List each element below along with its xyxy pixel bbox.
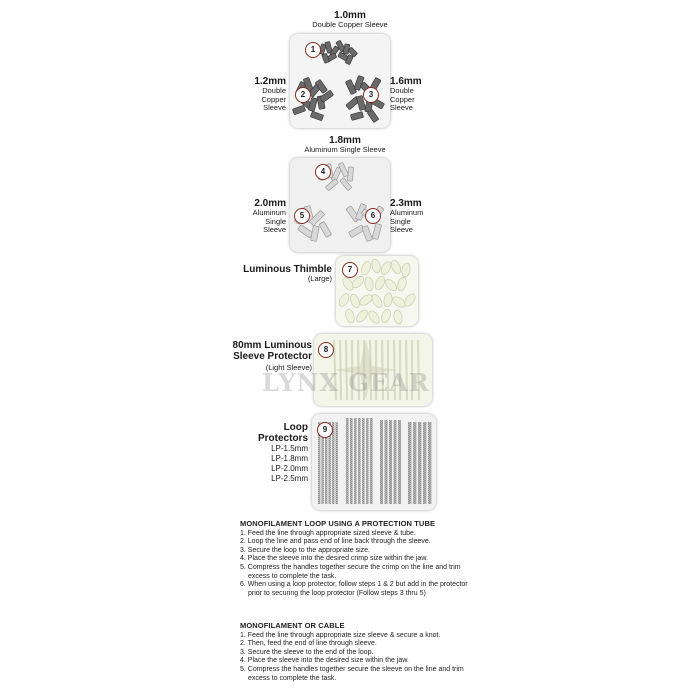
product-1-badge: 1	[305, 42, 321, 58]
product-5-label: 2.0mm Aluminum Single Sleeve	[232, 198, 286, 235]
product-3-desc-1: Double	[390, 86, 414, 95]
product-9-badge: 9	[317, 422, 333, 438]
instruction-step: 3. Secure the sleeve to the end of the l…	[240, 648, 374, 656]
product-4-label: 1.8mm Aluminum Single Sleeve	[290, 135, 400, 155]
instruction-step: 2. Then, feed the end of line through sl…	[240, 640, 377, 648]
product-9-size-2: LP-1.8mm	[271, 454, 308, 463]
instruction-step: 1. Feed the line through appropriate siz…	[240, 529, 416, 537]
product-8-note: (Light Sleeve)	[265, 363, 312, 372]
product-9-size-4: LP-2.5mm	[271, 474, 308, 483]
product-8-badge: 8	[318, 342, 334, 358]
instruction-step: 6. When using a loop protector, follow s…	[240, 581, 468, 597]
product-7-label: Luminous Thimble (Large)	[240, 264, 332, 284]
product-4-badge: 4	[315, 164, 331, 180]
aluminum-sleeves-illustration	[294, 162, 384, 242]
product-2-desc-2: Copper	[261, 94, 286, 104]
instruction-step: 2. Loop the line and pass end of line ba…	[240, 538, 431, 546]
product-7-badge: 7	[342, 262, 358, 278]
product-9-size-1: LP-1.5mm	[271, 444, 308, 453]
product-6-desc-2: Single	[390, 216, 411, 226]
copper-sleeves-image: 1 2 3	[290, 34, 390, 128]
loop-protectors-image: 9	[312, 414, 436, 510]
product-3-desc-3: Sleeve	[390, 103, 413, 112]
product-4-size: 1.8mm	[329, 135, 361, 146]
product-2-label: 1.2mm Double Copper Sleeve	[240, 76, 286, 113]
luminous-thimble-image: 7	[336, 256, 418, 326]
product-5-desc-3: Sleeve	[263, 225, 286, 234]
product-5-badge: 5	[294, 208, 310, 224]
brand-watermark: LYNX GEAR	[262, 368, 430, 397]
product-1-desc: Double Copper Sleeve	[312, 20, 388, 29]
product-3-desc-2: Copper	[390, 94, 415, 104]
instruction-step: 4. Place the sleeve into the desired siz…	[240, 657, 409, 665]
product-3-badge: 3	[363, 87, 379, 103]
instructions-monofilament-cable: MONOFILAMENT OR CABLE 1. Feed the line t…	[240, 621, 480, 684]
instructions-loop-tube: MONOFILAMENT LOOP USING A PROTECTION TUB…	[240, 519, 480, 599]
instruction-step: 4. Place the sleeve into the desired cri…	[240, 555, 428, 563]
product-8-title-2: Sleeve Protector	[233, 351, 312, 362]
instruction-step: 1. Feed the line through appropriate siz…	[240, 631, 441, 639]
product-5-desc-1: Aluminum	[252, 208, 286, 217]
product-4-desc: Aluminum Single Sleeve	[304, 145, 386, 154]
product-2-desc-3: Sleeve	[263, 103, 286, 112]
instructions-monofilament-cable-heading: MONOFILAMENT OR CABLE	[240, 621, 345, 630]
product-6-desc-3: Sleeve	[390, 225, 413, 234]
instructions-monofilament-cable-steps: 1. Feed the line through appropriate siz…	[240, 632, 480, 684]
instruction-step: 5. Compress the handles together secure …	[240, 665, 464, 682]
product-6-size: 2.3mm	[390, 198, 422, 209]
product-9-size-3: LP-2.0mm	[271, 464, 308, 473]
product-2-badge: 2	[295, 87, 311, 103]
product-6-badge: 6	[365, 208, 381, 224]
product-1-size: 1.0mm	[334, 10, 366, 21]
product-7-title: Luminous Thimble	[243, 264, 332, 275]
product-6-label: 2.3mm Aluminum Single Sleeve	[390, 198, 430, 235]
sleeve-protector-image: 8	[314, 334, 432, 406]
product-3-label: 1.6mm Double Copper Sleeve	[390, 76, 422, 113]
product-6-desc-1: Aluminum	[390, 208, 424, 217]
product-5-size: 2.0mm	[254, 198, 286, 209]
product-2-desc-1: Double	[262, 86, 286, 95]
product-1-label: 1.0mm Double Copper Sleeve	[300, 10, 400, 30]
instruction-step: 5. Compress the handles together secure …	[240, 563, 461, 580]
product-9-label: Loop Protectors LP-1.5mm LP-1.8mm LP-2.0…	[232, 422, 308, 484]
product-5-desc-2: Single	[265, 216, 286, 226]
product-8-label: 80mm Luminous Sleeve Protector (Light Sl…	[232, 340, 312, 373]
product-7-note: (Large)	[307, 274, 332, 283]
product-9-title: Loop Protectors	[257, 422, 308, 444]
aluminum-sleeves-image: 4 5 6	[290, 158, 390, 252]
product-3-size: 1.6mm	[390, 76, 422, 87]
instructions-loop-tube-heading: MONOFILAMENT LOOP USING A PROTECTION TUB…	[240, 519, 436, 528]
instruction-step: 3. Secure the loop to the appropriate si…	[240, 546, 370, 554]
product-2-size: 1.2mm	[254, 76, 286, 87]
copper-sleeves-illustration	[292, 40, 385, 123]
instructions-loop-tube-steps: 1. Feed the line through appropriate siz…	[240, 530, 480, 599]
product-8-title-1: 80mm Luminous	[232, 340, 312, 351]
thimble-illustration	[338, 258, 416, 325]
sleeve-protector-illustration	[332, 339, 421, 401]
loop-protectors-illustration	[318, 418, 432, 504]
